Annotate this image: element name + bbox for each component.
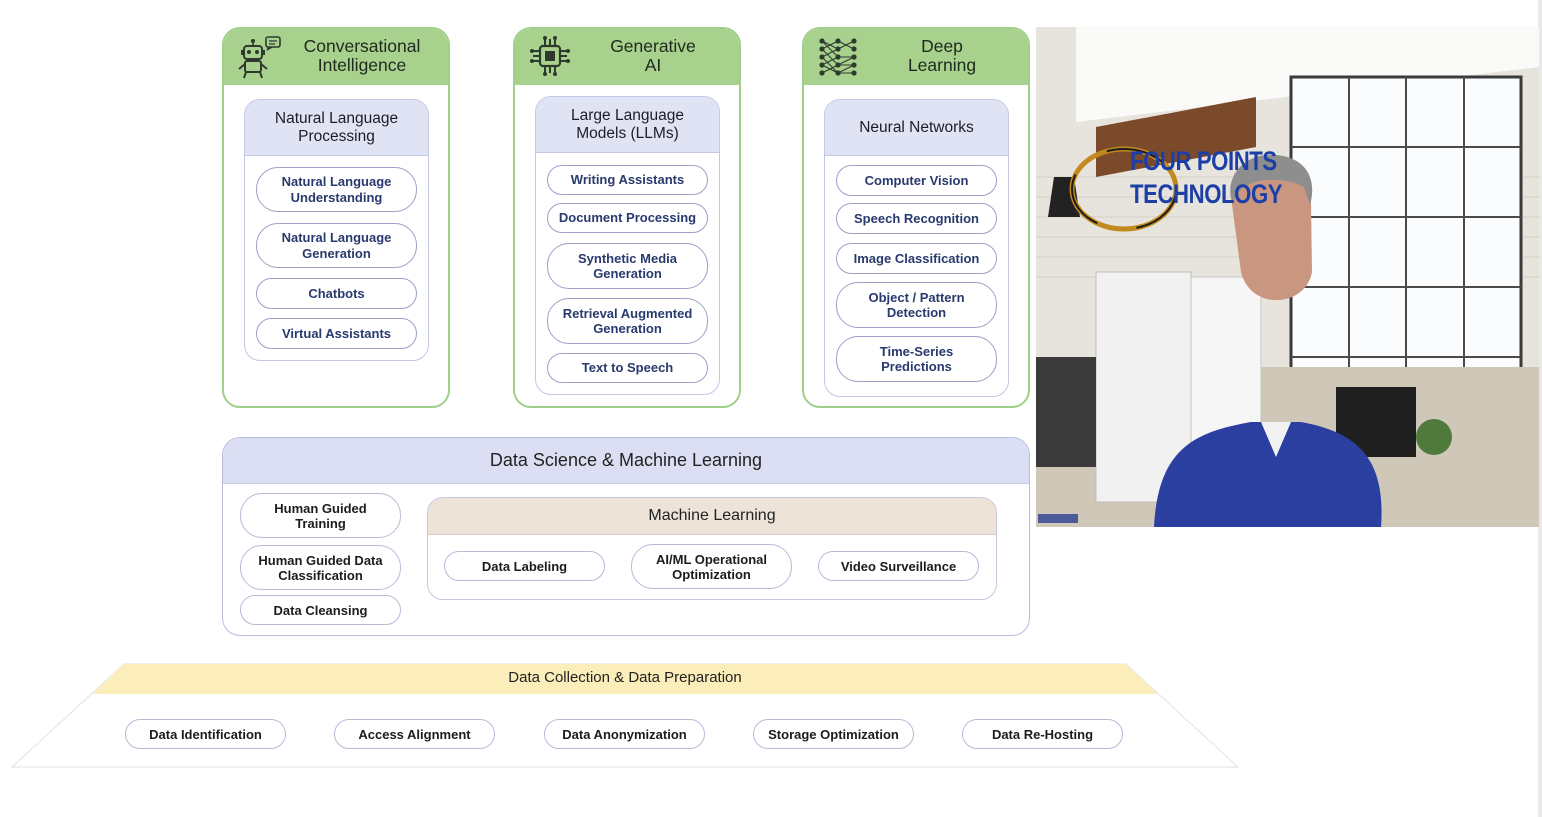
pill-time-series: Time-Series Predictions <box>836 336 997 382</box>
column-title: Generative AI <box>610 36 696 75</box>
group-title: Neural Networks <box>825 100 1008 156</box>
column-title: Deep Learning <box>907 36 977 75</box>
data-collection-shape <box>10 663 1240 768</box>
chip-icon <box>530 36 570 76</box>
presenter-video: FOUR POINTS TECHNOLOGY <box>1036 27 1539 527</box>
data-collection-title: Data Collection & Data Preparation <box>508 669 742 686</box>
column-header: Conversational Intelligence <box>224 29 448 85</box>
machine-learning-title: Machine Learning <box>428 498 996 535</box>
page-right-edge <box>1538 0 1542 817</box>
pill-object-pattern-detection: Object / Pattern Detection <box>836 282 997 328</box>
pill-document-processing: Document Processing <box>547 203 708 233</box>
group-title: Natural Language Processing <box>245 100 428 156</box>
pill-storage-optimization: Storage Optimization <box>753 719 914 749</box>
pill-video-surveillance: Video Surveillance <box>818 551 979 581</box>
column-generative-ai: Generative AI Large Language Models (LLM… <box>513 27 741 408</box>
column-header: Generative AI <box>515 29 739 85</box>
data-science-panel: Data Science & Machine Learning Human Gu… <box>222 437 1030 636</box>
data-science-title: Data Science & Machine Learning <box>223 438 1029 484</box>
neural-network-icon <box>819 38 857 76</box>
column-deep-learning: Deep Learning Neural Networks Computer V… <box>802 27 1030 408</box>
pill-human-guided-training: Human Guided Training <box>240 493 401 538</box>
column-title: Conversational Intelligence <box>303 36 421 75</box>
pill-computer-vision: Computer Vision <box>836 165 997 196</box>
brand-logo-text: FOUR POINTS TECHNOLOGY <box>1130 146 1283 209</box>
pill-data-labeling: Data Labeling <box>444 551 605 581</box>
group-title: Large Language Models (LLMs) <box>536 97 719 153</box>
pill-aiml-optimization: AI/ML Operational Optimization <box>631 544 792 589</box>
video-scene <box>1036 27 1539 527</box>
pill-access-alignment: Access Alignment <box>334 719 495 749</box>
pill-writing-assistants: Writing Assistants <box>547 165 708 195</box>
nlp-group: Natural Language Processing Natural Lang… <box>244 99 429 361</box>
pill-synthetic-media: Synthetic Media Generation <box>547 243 708 289</box>
pill-data-identification: Data Identification <box>125 719 286 749</box>
pill-nlg: Natural Language Generation <box>256 223 417 268</box>
machine-learning-group: Machine Learning Data Labeling AI/ML Ope… <box>427 497 997 600</box>
column-header: Deep Learning <box>804 29 1028 85</box>
llm-group: Large Language Models (LLMs) Writing Ass… <box>535 96 720 395</box>
pill-human-guided-classification: Human Guided Data Classification <box>240 545 401 590</box>
pill-data-anonymization: Data Anonymization <box>544 719 705 749</box>
pill-rag: Retrieval Augmented Generation <box>547 298 708 344</box>
pill-text-to-speech: Text to Speech <box>547 353 708 383</box>
pill-virtual-assistants: Virtual Assistants <box>256 318 417 349</box>
speaker-name-tag <box>1038 514 1078 523</box>
pill-chatbots: Chatbots <box>256 278 417 309</box>
pill-nlu: Natural Language Understanding <box>256 167 417 212</box>
pill-data-cleansing: Data Cleansing <box>240 595 401 625</box>
neural-networks-group: Neural Networks Computer Vision Speech R… <box>824 99 1009 397</box>
pill-data-re-hosting: Data Re-Hosting <box>962 719 1123 749</box>
column-conversational-intelligence: Conversational Intelligence Natural Lang… <box>222 27 450 408</box>
pill-image-classification: Image Classification <box>836 243 997 274</box>
robot-chat-icon <box>238 36 281 79</box>
pill-speech-recognition: Speech Recognition <box>836 203 997 234</box>
